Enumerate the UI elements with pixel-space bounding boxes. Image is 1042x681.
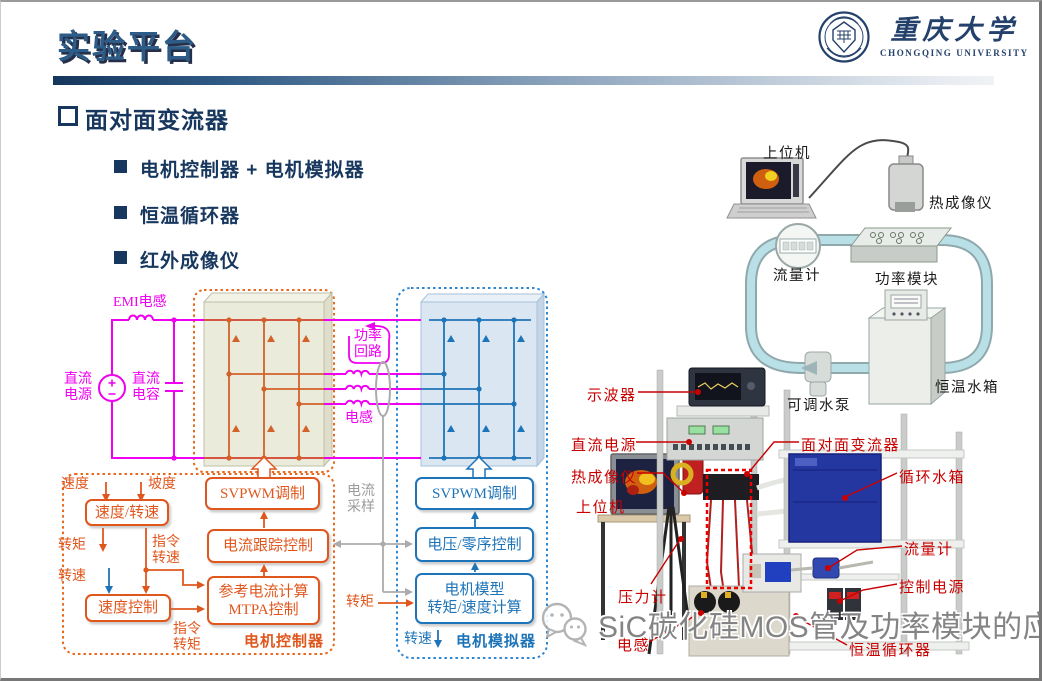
torque-input-label: 转矩 [346, 595, 374, 610]
photo-callout-lines [636, 391, 903, 646]
current-tracking-box: 电流跟踪控制 [207, 529, 329, 563]
emi-inductor-coil [128, 314, 154, 321]
current-sampling-label: 电流 采样 [347, 484, 375, 515]
dc-capacitor-label: 直流 电容 [132, 372, 160, 403]
photo-converter-label: 面对面变流器 [801, 438, 901, 454]
power-module-icon [849, 227, 953, 263]
speed-input-label: 速度 [61, 477, 89, 492]
bullet-item: 红外成像仪 [140, 251, 241, 272]
dc-source-label: 直流 电源 [64, 372, 92, 403]
university-name-cn: 重庆大学 [890, 14, 1019, 45]
motor-emulator-border [396, 287, 548, 659]
bullet-square-icon [114, 160, 127, 173]
motor-controller-border [62, 473, 335, 655]
photo-circulator-label: 恒温循环器 [849, 643, 932, 659]
watermark: SiC碳化硅MOS管及功率模块的应用 [537, 601, 1042, 647]
speed-conversion-box: 速度/转速 [85, 499, 169, 526]
water-tank-icon [867, 289, 947, 406]
photo-ctrl-power-label: 控制电源 [899, 580, 966, 596]
loop-host-label: 上位机 [763, 146, 811, 162]
laptop-icon [726, 157, 817, 219]
photo-callout-dots [678, 389, 848, 619]
photo-pressure-label: 压力计 [618, 590, 668, 606]
loop-flow-label: 流量计 [773, 268, 821, 284]
bullet-square-icon [114, 206, 127, 219]
phase-inductor-coil [345, 369, 370, 378]
university-name-en: CHONGQING UNIVERSITY [880, 47, 1029, 58]
wechat-icon [541, 602, 588, 647]
svpwm-box-emulator: SVPWM调制 [415, 477, 534, 510]
motor-model-box: 电机模型 转矩/速度计算 [415, 573, 534, 624]
power-loop-badge [348, 322, 391, 364]
motor-controller-bridge-border [193, 289, 335, 473]
photo-converter-module [703, 474, 759, 500]
flow-meter-icon [775, 223, 821, 269]
photo-flow-label: 流量计 [904, 542, 954, 558]
photo-oscilloscope-label: 示波器 [587, 388, 637, 404]
torque-command-label: 指令 转矩 [173, 622, 201, 653]
flow-direction-arrow [801, 361, 817, 375]
photo-oscilloscope [688, 367, 766, 407]
photo-converter-dashed-box [705, 468, 753, 590]
header-divider-bar [53, 76, 994, 85]
bullet-square-icon [114, 251, 127, 264]
loop-power-module-label: 功率模块 [875, 272, 939, 288]
thermal-imager-icon [888, 155, 924, 212]
photo-cool-tank-label: 循环水箱 [899, 470, 966, 486]
slope-input-label: 坡度 [148, 477, 176, 492]
university-logo: 重庆大学 CHONGQING UNIVERSITY [817, 10, 1029, 64]
controller-flow-arrows [102, 482, 409, 610]
loop-pump-label: 可调水泵 [787, 398, 851, 414]
bullet-item: 恒温循环器 [140, 206, 241, 227]
dc-source-circle [98, 374, 126, 402]
torque-output-label: 转矩 [58, 538, 86, 553]
speed-output-label: 转速 [404, 632, 432, 647]
pump-icon [801, 351, 832, 397]
speed-feedback-label: 转速 [58, 569, 86, 584]
speed-command-label: 指令 转速 [152, 535, 180, 566]
mtpa-box: 参考电流计算 MTPA控制 [207, 576, 320, 625]
watermark-text: SiC碳化硅MOS管及功率模块的应用 [598, 611, 1042, 644]
page-title: 实验平台 [57, 28, 197, 65]
voltage-zero-seq-box: 电压/零序控制 [415, 527, 534, 562]
photo-dc-supply [666, 417, 764, 461]
bullet-item: 电机控制器 + 电机模拟器 [140, 160, 365, 181]
speed-control-box: 速度控制 [85, 594, 171, 622]
emi-inductor-label: EMI电感 [113, 295, 167, 310]
svpwm-box-controller: SVPWM调制 [205, 477, 320, 510]
equipment-photo [597, 367, 970, 657]
photo-inductors [694, 591, 740, 613]
photo-thermal-label: 热成像仪 [571, 470, 638, 486]
heading-square-icon [58, 106, 78, 126]
circuit-diagram [62, 287, 548, 659]
usb-cable [808, 139, 910, 199]
university-seal-icon [818, 11, 870, 63]
photo-dc-supply-label: 直流电源 [571, 438, 638, 454]
loop-tank-label: 恒温水箱 [935, 380, 999, 396]
photo-inductor-label: 电感 [617, 638, 651, 654]
cooling-loop-diagram [726, 139, 993, 406]
controller-power-module [202, 291, 334, 468]
power-loop-label: 功率 回路 [354, 329, 382, 360]
phase-inductor-label: 电感 [345, 411, 373, 426]
dc-capacitor [165, 320, 183, 458]
motor-controller-title: 电机控制器 [244, 634, 325, 650]
dc-link-wires [98, 314, 421, 459]
section-heading: 面对面变流器 [85, 107, 229, 133]
motor-emulator-title: 电机模拟器 [456, 634, 537, 650]
current-sampling-lines [339, 416, 407, 593]
photo-cooling-tank [788, 453, 882, 543]
loop-thermal-label: 热成像仪 [929, 196, 993, 212]
photo-host-label: 上位机 [576, 500, 626, 516]
